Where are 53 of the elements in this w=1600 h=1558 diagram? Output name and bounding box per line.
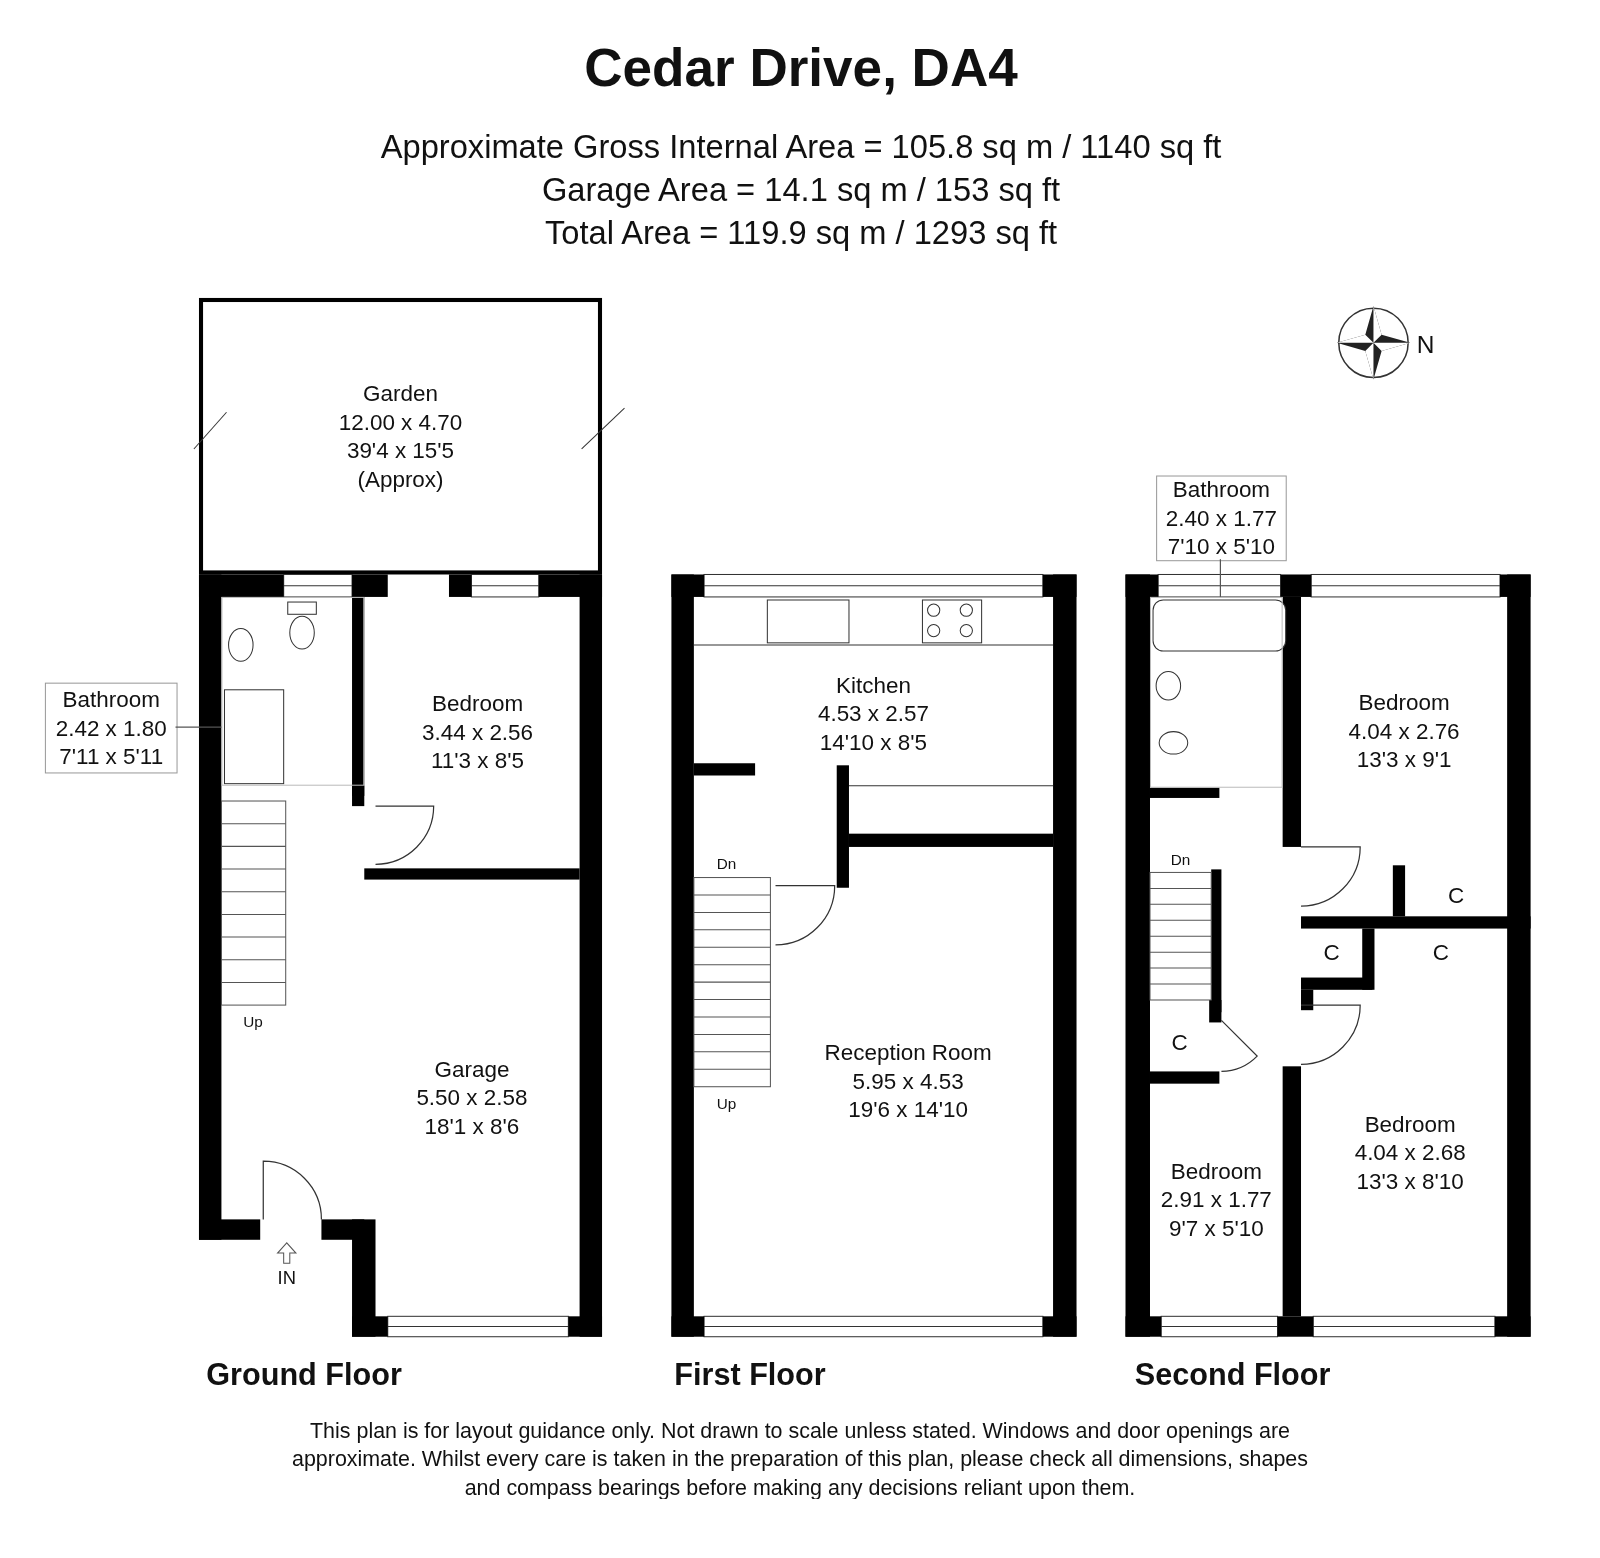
- cupboard-label: C: [1323, 938, 1340, 968]
- room-name: Bathroom: [62, 685, 160, 714]
- room-dimensions: 7'11 x 5'11: [59, 742, 164, 771]
- room-dimensions: 13'3 x 9'1: [1356, 745, 1452, 774]
- plan-title: Cedar Drive, DA4: [583, 36, 1019, 98]
- room-dimensions: 11'3 x 8'5: [431, 746, 525, 776]
- room-name: Bedroom: [432, 689, 524, 719]
- room-dimensions: 13'3 x 8'10: [1356, 1167, 1464, 1196]
- area-summary: Approximate Gross Internal Area = 105.8 sq m / 1140 sq ft: [379, 128, 1223, 167]
- room-dimensions: 7'10 x 5'10: [1167, 532, 1275, 562]
- room-dimensions: 2.42 x 1.80: [55, 713, 167, 743]
- floor-name: Ground Floor: [205, 1357, 403, 1392]
- room-dimensions: 5.95 x 4.53: [852, 1067, 964, 1096]
- area-summary: Garage Area = 14.1 sq m / 153 sq ft: [540, 171, 1062, 210]
- compass-north-label: N: [1415, 330, 1436, 360]
- room-name: Bedroom: [1170, 1157, 1262, 1186]
- room-name: Bathroom: [1172, 475, 1271, 505]
- room-dimensions: 14'10 x 8'5: [819, 728, 928, 758]
- floor-name: Second Floor: [1133, 1357, 1332, 1392]
- floor-name: First Floor: [673, 1357, 827, 1392]
- room-name: Bedroom: [1364, 1110, 1456, 1139]
- room-label-box: [1156, 475, 1287, 562]
- entrance-label: IN: [276, 1267, 297, 1289]
- room-dimensions: 19'6 x 14'10: [848, 1095, 968, 1125]
- leader-line: [174, 726, 223, 728]
- room-dimensions: 2.40 x 1.77: [1165, 504, 1277, 533]
- room-dimensions: 5.50 x 2.58: [416, 1083, 528, 1113]
- disclaimer-note: This plan is for layout guidance only. Not drawn to scale unless stated. Windows and door openings are approximate. Whilst every care is taken in the preparation of this plan, please check all dimensions, shapes and compass bearings before making any decisions reliant upon them.: [291, 1417, 1309, 1501]
- room-dimensions: 12.00 x 4.70: [338, 407, 463, 437]
- room-dimensions: 4.04 x 2.68: [1354, 1138, 1466, 1168]
- room-dimensions: (Approx): [357, 464, 444, 494]
- room-dimensions: 4.04 x 2.76: [1348, 716, 1460, 746]
- room-dimensions: 18'1 x 8'6: [424, 1112, 520, 1141]
- stairs-label: Up: [242, 1012, 264, 1030]
- stairs-label: Dn: [1169, 851, 1192, 869]
- room-dimensions: 39'4 x 15'5: [346, 436, 455, 465]
- room-label-box: [44, 682, 178, 774]
- cupboard-label: C: [1432, 938, 1449, 968]
- room-dimensions: 3.44 x 2.56: [422, 718, 534, 747]
- cupboard-label: C: [1171, 1028, 1188, 1057]
- area-summary: Total Area = 119.9 sq m / 1293 sq ft: [543, 214, 1059, 253]
- room-name: Kitchen: [836, 671, 911, 700]
- room-name: Bedroom: [1358, 688, 1450, 717]
- room-dimensions: 4.53 x 2.57: [817, 700, 929, 729]
- room-dimensions: 2.91 x 1.77: [1160, 1185, 1272, 1215]
- room-name: Reception Room: [824, 1038, 992, 1068]
- stairs-label: Up: [715, 1094, 738, 1113]
- stairs-label: Dn: [715, 855, 738, 873]
- room-dimensions: 9'7 x 5'10: [1168, 1214, 1264, 1243]
- leader-line: [1219, 558, 1221, 598]
- cupboard-label: C: [1448, 881, 1465, 911]
- room-name: Garage: [434, 1055, 510, 1084]
- room-name: Garden: [363, 379, 438, 408]
